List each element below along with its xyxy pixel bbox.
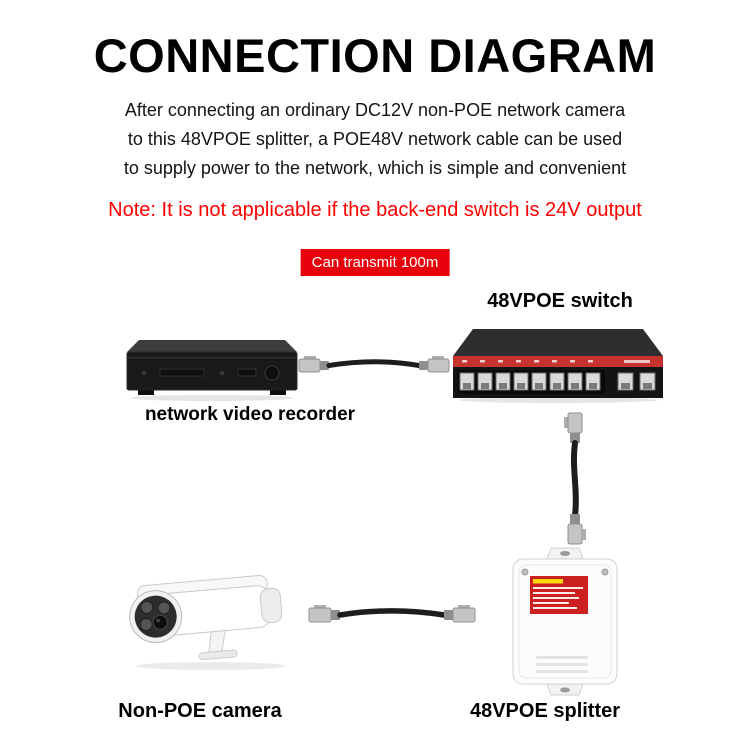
poe-switch-illustration	[452, 326, 664, 404]
ethernet-cable-icon	[308, 605, 476, 623]
ethernet-cable-horizontal-bottom	[308, 596, 476, 632]
camera-illustration	[116, 568, 302, 672]
ethernet-cable-icon	[564, 412, 586, 545]
poe-splitter-icon	[512, 547, 618, 696]
splitter-label: 48VPOE splitter	[469, 700, 621, 722]
ethernet-cable-vertical	[556, 412, 594, 548]
note-text: Note: It is not applicable if the back-e…	[108, 199, 642, 221]
switch-label: 48VPOE switch	[487, 290, 633, 312]
page-title: CONNECTION DIAGRAM	[93, 29, 657, 82]
nvr-illustration	[126, 336, 298, 402]
description-line-2: to this 48VPOE splitter, a POE48V networ…	[127, 129, 623, 149]
description-line-1: After connecting an ordinary DC12V non-P…	[124, 100, 626, 120]
nvr-device-icon	[126, 340, 298, 401]
camera-label: Non-POE camera	[118, 700, 282, 722]
description-line-3: to supply power to the network, which is…	[123, 158, 627, 178]
poe-splitter-illustration	[506, 546, 624, 698]
camera-icon	[129, 574, 286, 670]
poe-switch-icon	[453, 329, 663, 403]
ethernet-cable-icon	[298, 356, 450, 373]
nvr-label: network video recorder	[144, 404, 356, 425]
ethernet-cable-horizontal-top	[298, 348, 450, 382]
transmit-distance-badge: Can transmit 100m	[300, 249, 450, 276]
description: After connecting an ordinary DC12V non-P…	[0, 96, 750, 183]
